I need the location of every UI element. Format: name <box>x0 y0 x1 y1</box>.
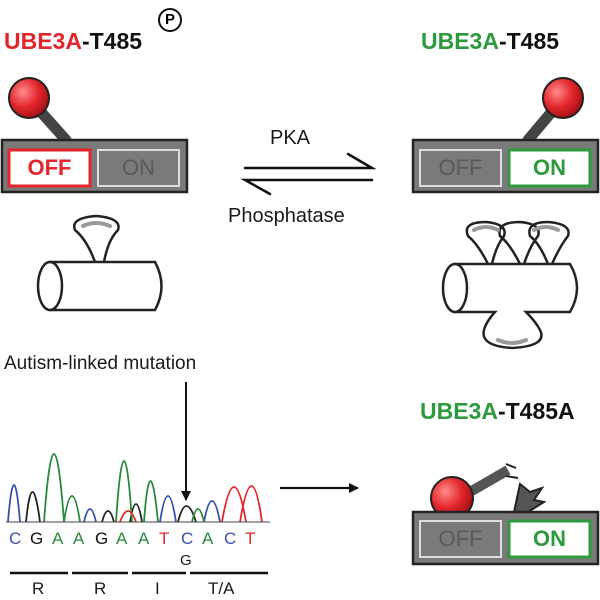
switch-mutant <box>411 463 600 566</box>
site-name: -T485A <box>497 398 575 424</box>
gene-name: UBE3A <box>420 398 498 424</box>
base: A <box>202 529 214 548</box>
amino-acid: R <box>94 579 107 598</box>
base: C <box>224 529 237 548</box>
variant-base: G <box>180 552 192 569</box>
off-segment-active <box>7 148 92 188</box>
gene-name: UBE3A <box>4 28 82 54</box>
off-label-active: OFF <box>27 155 72 180</box>
site-name: -T485 <box>81 28 143 54</box>
base: G <box>30 529 44 548</box>
mutation-annotation: Autism-linked mutation <box>4 353 197 374</box>
protein-phospho <box>36 214 163 312</box>
base: A <box>138 529 150 548</box>
switch-phospho <box>0 77 189 194</box>
sequencing-chromatogram <box>6 453 270 523</box>
switch-unphospho <box>411 77 600 194</box>
base: C <box>181 529 194 548</box>
off-segment-inactive <box>419 520 502 558</box>
gene-name: UBE3A <box>421 28 499 54</box>
on-label-inactive: ON <box>122 155 155 180</box>
on-label-active: ON <box>533 526 566 551</box>
base: G <box>95 529 109 548</box>
off-label-inactive: OFF <box>438 526 483 551</box>
phospho-mark: P <box>158 8 182 32</box>
base: A <box>52 529 64 548</box>
reverse-enzyme: Phosphatase <box>228 205 345 227</box>
broken-lever-stub <box>512 482 547 513</box>
protein-unphospho <box>441 220 579 350</box>
on-segment-active <box>507 148 592 188</box>
on-segment-active <box>507 519 592 559</box>
amino-acid: I <box>155 579 160 598</box>
base: C <box>9 529 22 548</box>
dna-sequence: C G A A G A A T C A C T <box>9 530 272 550</box>
off-label-inactive: OFF <box>438 155 483 180</box>
title-phospho: UBE3A-T485 <box>4 30 142 53</box>
forward-enzyme: PKA <box>270 127 311 149</box>
trace-c <box>7 484 221 523</box>
switch-lever-ball <box>8 77 50 119</box>
on-segment-inactive <box>97 149 180 187</box>
switch-lever-ball <box>542 77 584 119</box>
base: A <box>73 529 85 548</box>
equilibrium-arrows <box>240 152 377 196</box>
site-name: -T485 <box>498 28 560 54</box>
base: T <box>159 529 170 548</box>
trace-t <box>119 485 263 523</box>
on-label-active: ON <box>533 155 566 180</box>
base: T <box>245 529 256 548</box>
off-segment-inactive <box>419 149 502 187</box>
title-mutant: UBE3A-T485A <box>420 400 575 423</box>
amino-acid: T/A <box>208 579 235 598</box>
base: A <box>116 529 128 548</box>
trace-g <box>25 491 197 523</box>
title-unphospho: UBE3A-T485 <box>421 30 559 53</box>
trace-a <box>43 453 205 523</box>
amino-acid: R <box>32 579 45 598</box>
